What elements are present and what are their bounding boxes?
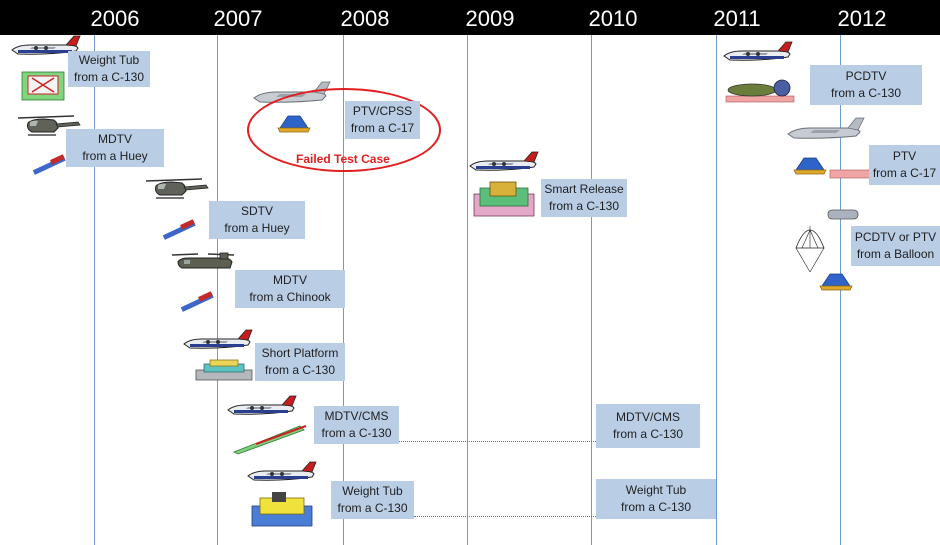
card-line2: from a Huey <box>82 149 148 163</box>
card-line1: PTV <box>892 149 917 163</box>
card-line2: from a C-130 <box>321 426 392 440</box>
card-line2: from a C-130 <box>612 427 684 441</box>
card-line1: Weight Tub <box>625 483 687 497</box>
card-line2: from a C-130 <box>264 363 336 377</box>
test-card-short-platform: Short Platform from a C-130 <box>255 343 345 381</box>
year-gridline-2009 <box>467 35 468 545</box>
year-gridline-2007 <box>217 35 218 545</box>
failed-test-label: Failed Test Case <box>296 152 390 166</box>
test-card-mdtv-cms-2007: MDTV/CMS from a C-130 <box>314 406 399 444</box>
test-card-weight-tub-2007: Weight Tub from a C-130 <box>331 481 414 519</box>
test-card-mdtv-chinook: MDTV from a Chinook <box>235 270 345 308</box>
parachute-balloon-icon <box>795 209 859 291</box>
year-label-2007: 2007 <box>213 6 263 31</box>
card-line2: from a C-130 <box>548 199 620 213</box>
year-label-2006: 2006 <box>90 6 140 31</box>
c130-airplane-icon <box>469 151 539 217</box>
year-label-2010: 2010 <box>588 6 638 31</box>
card-line1: MDTV <box>273 273 307 287</box>
connector-mdtv-cms <box>399 441 596 442</box>
c130-airplane-icon <box>11 35 81 101</box>
year-label-2008: 2008 <box>340 6 390 31</box>
card-line1: MDTV/CMS <box>616 410 680 424</box>
card-line2: from a C-17 <box>350 121 415 135</box>
card-line1: Weight Tub <box>78 53 140 67</box>
test-card-weight-tub-2006: Weight Tub from a C-130 <box>68 51 150 87</box>
test-card-pcdtv: PCDTV from a C-130 <box>810 65 922 105</box>
test-card-smart-release: Smart Release from a C-130 <box>541 179 627 217</box>
card-line1: Short Platform <box>261 346 339 360</box>
card-line2: from a C-130 <box>620 500 692 514</box>
year-label-2011: 2011 <box>713 6 761 31</box>
card-line1: Smart Release <box>544 182 624 196</box>
card-line1: PCDTV <box>845 69 887 83</box>
test-card-mdtv-huey: MDTV from a Huey <box>66 129 164 167</box>
c130-airplane-icon <box>723 41 795 103</box>
failed-test-highlight <box>247 88 441 172</box>
test-card-weight-tub-2010: Weight Tub from a C-130 <box>596 479 716 519</box>
card-line2: from a C-130 <box>337 501 408 515</box>
year-gridline-2010 <box>591 35 592 545</box>
c130-airplane-icon <box>183 329 253 381</box>
card-line1: PCDTV or PTV <box>854 230 937 244</box>
test-card-pcdtv-or-ptv: PCDTV or PTV from a Balloon <box>851 226 940 266</box>
year-gridline-2011 <box>716 35 717 545</box>
test-card-mdtv-cms-2010: MDTV/CMS from a C-130 <box>596 404 700 448</box>
card-line2: from a C-130 <box>830 86 902 100</box>
c17-airplane-icon <box>787 117 875 179</box>
card-line1: MDTV/CMS <box>324 409 389 423</box>
test-card-sdtv-huey: SDTV from a Huey <box>209 201 305 239</box>
timeline-header <box>0 0 940 35</box>
card-line1: MDTV <box>98 132 132 146</box>
card-line2: from a Balloon <box>856 247 935 261</box>
year-gridline-2006 <box>94 35 95 545</box>
c130-airplane-icon <box>247 461 317 527</box>
test-card-ptv-c17: PTV from a C-17 <box>869 145 940 185</box>
card-line1: Weight Tub <box>342 484 403 498</box>
test-card-ptv-cpss: PTV/CPSS from a C-17 <box>345 101 420 139</box>
c130-airplane-icon <box>227 395 307 455</box>
card-line1: PTV/CPSS <box>352 104 413 118</box>
year-label-2009: 2009 <box>465 6 515 31</box>
card-line2: from a Huey <box>224 221 290 235</box>
card-line2: from a Chinook <box>249 290 331 304</box>
connector-weight-tub <box>414 516 596 517</box>
card-line1: SDTV <box>240 204 273 218</box>
card-line2: from a C-130 <box>73 70 145 84</box>
year-label-2012: 2012 <box>837 6 887 31</box>
card-line2: from a C-17 <box>872 166 937 180</box>
